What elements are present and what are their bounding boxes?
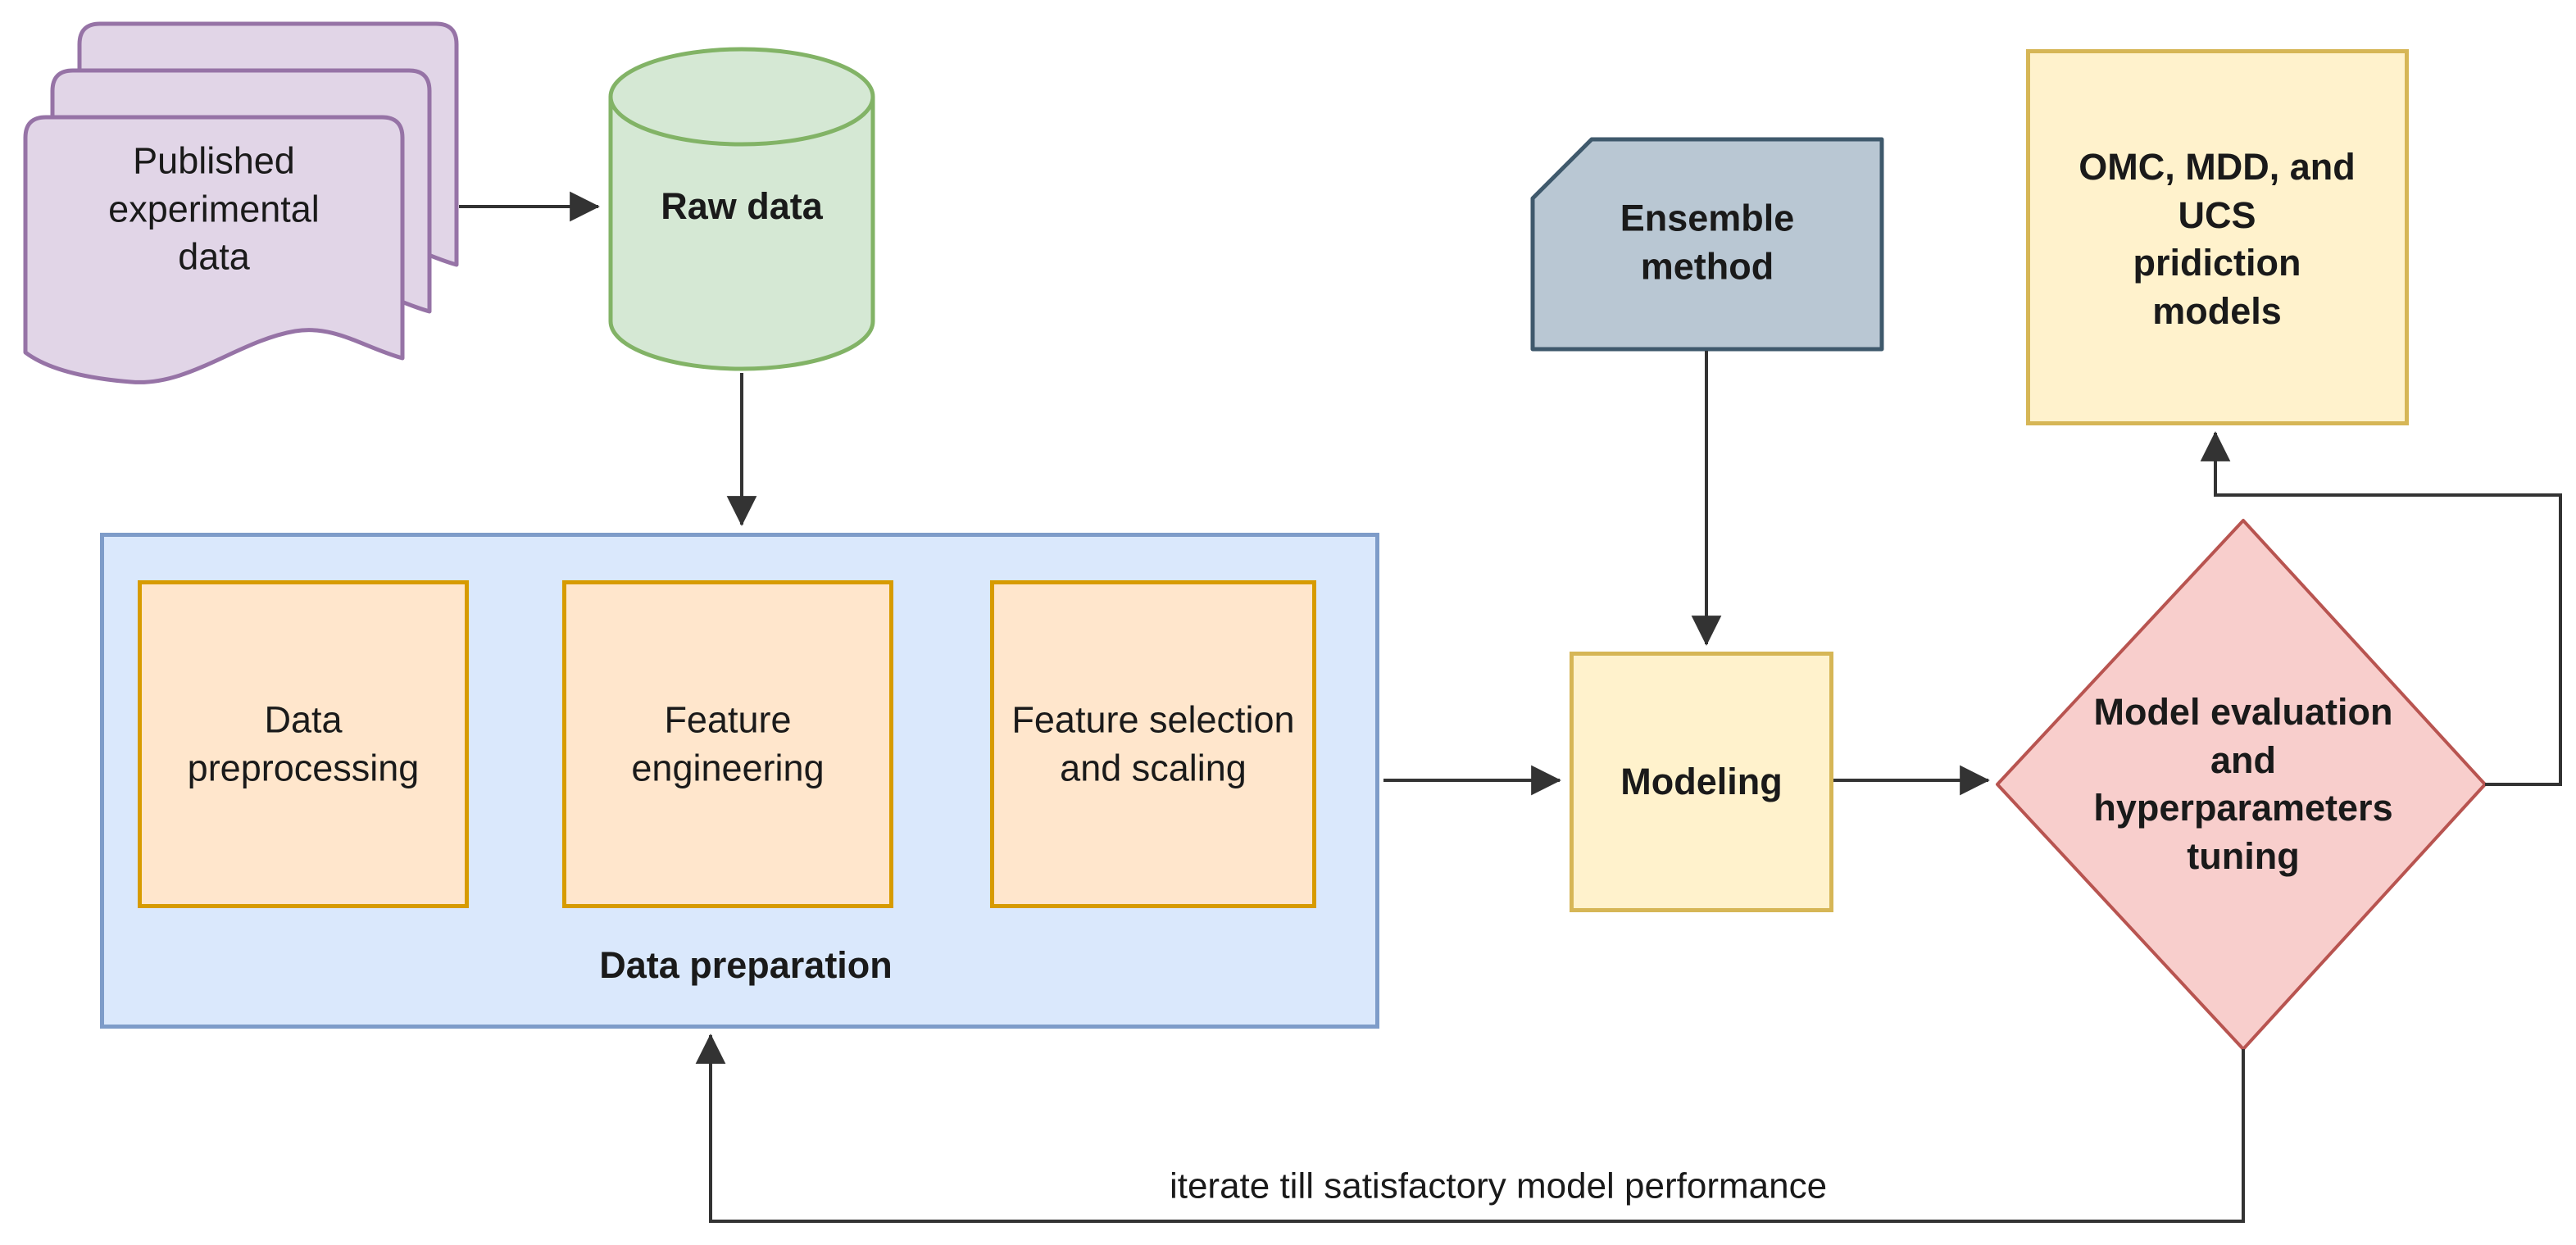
ensemble-method-label: Ensemble method [1620,197,1795,288]
data-preparation-label: Data preparation [599,943,893,986]
feature-engineering-label: Feature engineering [631,698,825,789]
model-evaluation-label: Model evaluation and hyperparameters tun… [2093,691,2393,877]
feature-selection-box [990,580,1316,908]
feature-engineering-box [562,580,893,908]
modeling-label: Modeling [1620,760,1783,802]
iterate-loop-label: iterate till satisfactory model performa… [1169,1165,1828,1206]
modeling-box [1570,652,1833,912]
published-data-label: Published experimental data [108,139,320,278]
arrow-evaluation-to-predictionmodels [2200,431,2562,786]
raw-data-shape [608,47,875,371]
data-preprocessing-box [138,580,469,908]
feature-selection-label: Feature selection and scaling [1011,698,1295,789]
arrow-evaluation-loop-to-preparation [695,1034,2245,1223]
raw-data-label: Raw data [661,184,823,227]
data-preprocessing-label: Data preprocessing [187,698,420,789]
prediction-models-box [2026,49,2409,425]
ensemble-method-shape [1530,137,1884,352]
prediction-models-label: OMC, MDD, and UCS pridiction models [2079,146,2356,332]
